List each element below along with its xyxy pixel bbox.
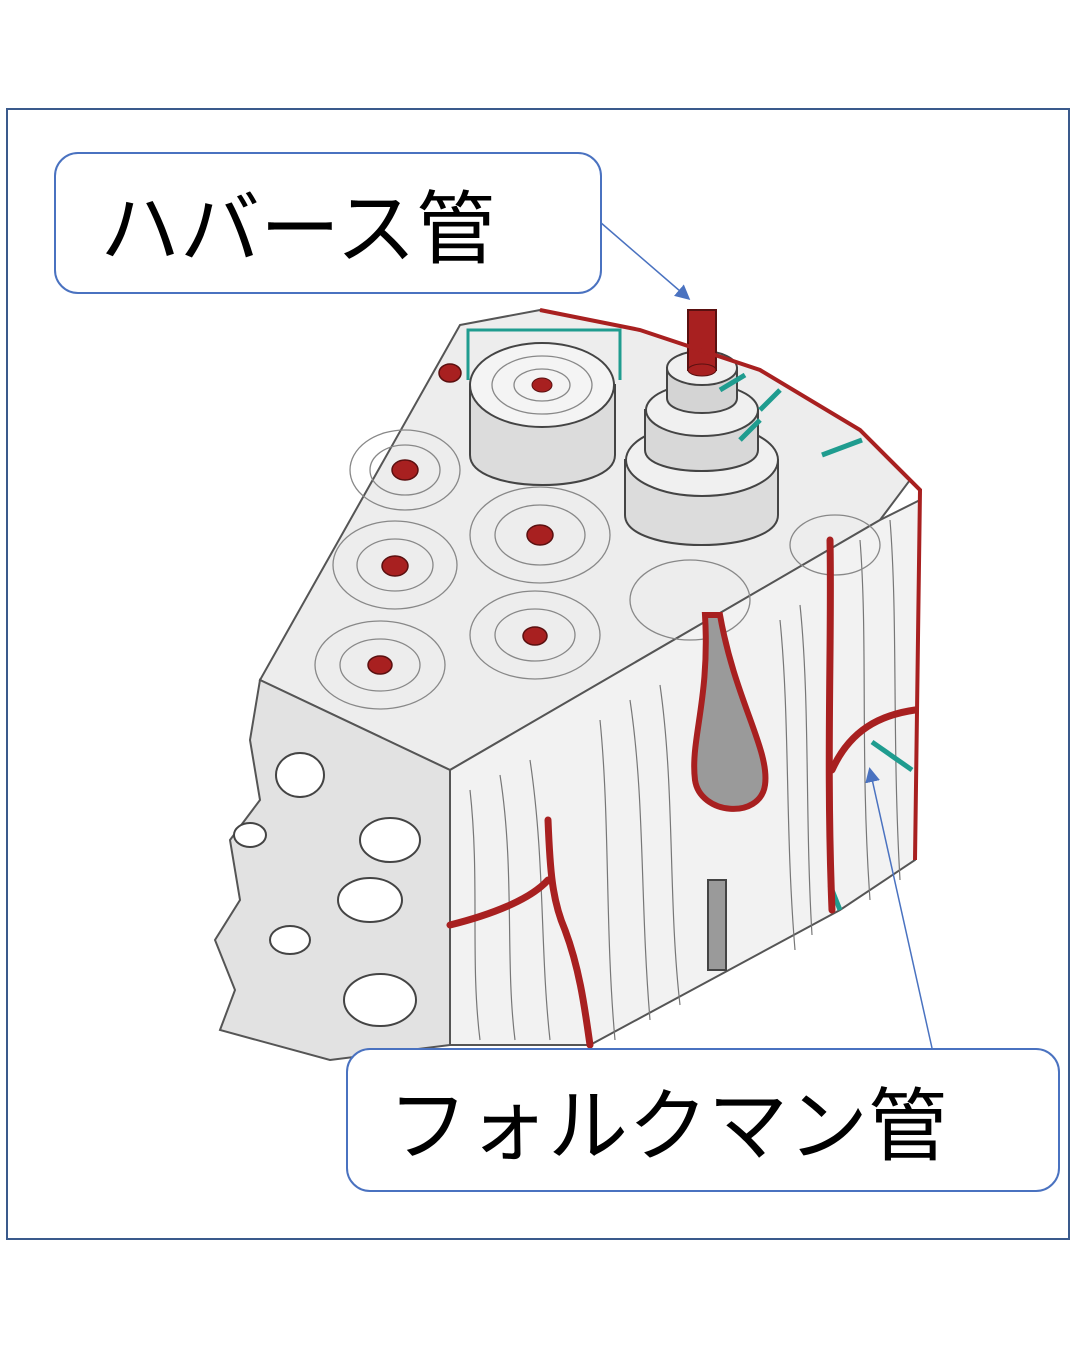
volkmann-canal-label: フォルクマン管 (346, 1048, 1060, 1192)
spongy-bone (213, 678, 451, 1062)
osteon-rings (314, 429, 881, 710)
spongy-bone-holes (233, 752, 421, 1027)
lamellae-lines (469, 519, 901, 1041)
osteon-highlight-bracket (466, 328, 622, 380)
volkmann-vessels (446, 536, 919, 1049)
volkmann-pointer-line (865, 767, 933, 1049)
haversian-canal-text: ハバース管 (100, 183, 496, 276)
telescoping-osteon (624, 309, 779, 546)
raised-osteon-cylinder (469, 342, 616, 486)
haversian-canal-label: ハバース管 (54, 152, 602, 294)
keyhole-canal (691, 612, 769, 812)
periosteum-vessel (539, 308, 923, 861)
volkmann-canal-text: フォルクマン管 (388, 1080, 948, 1173)
short-canal (707, 879, 727, 971)
haversian-pointer-line (599, 221, 691, 300)
